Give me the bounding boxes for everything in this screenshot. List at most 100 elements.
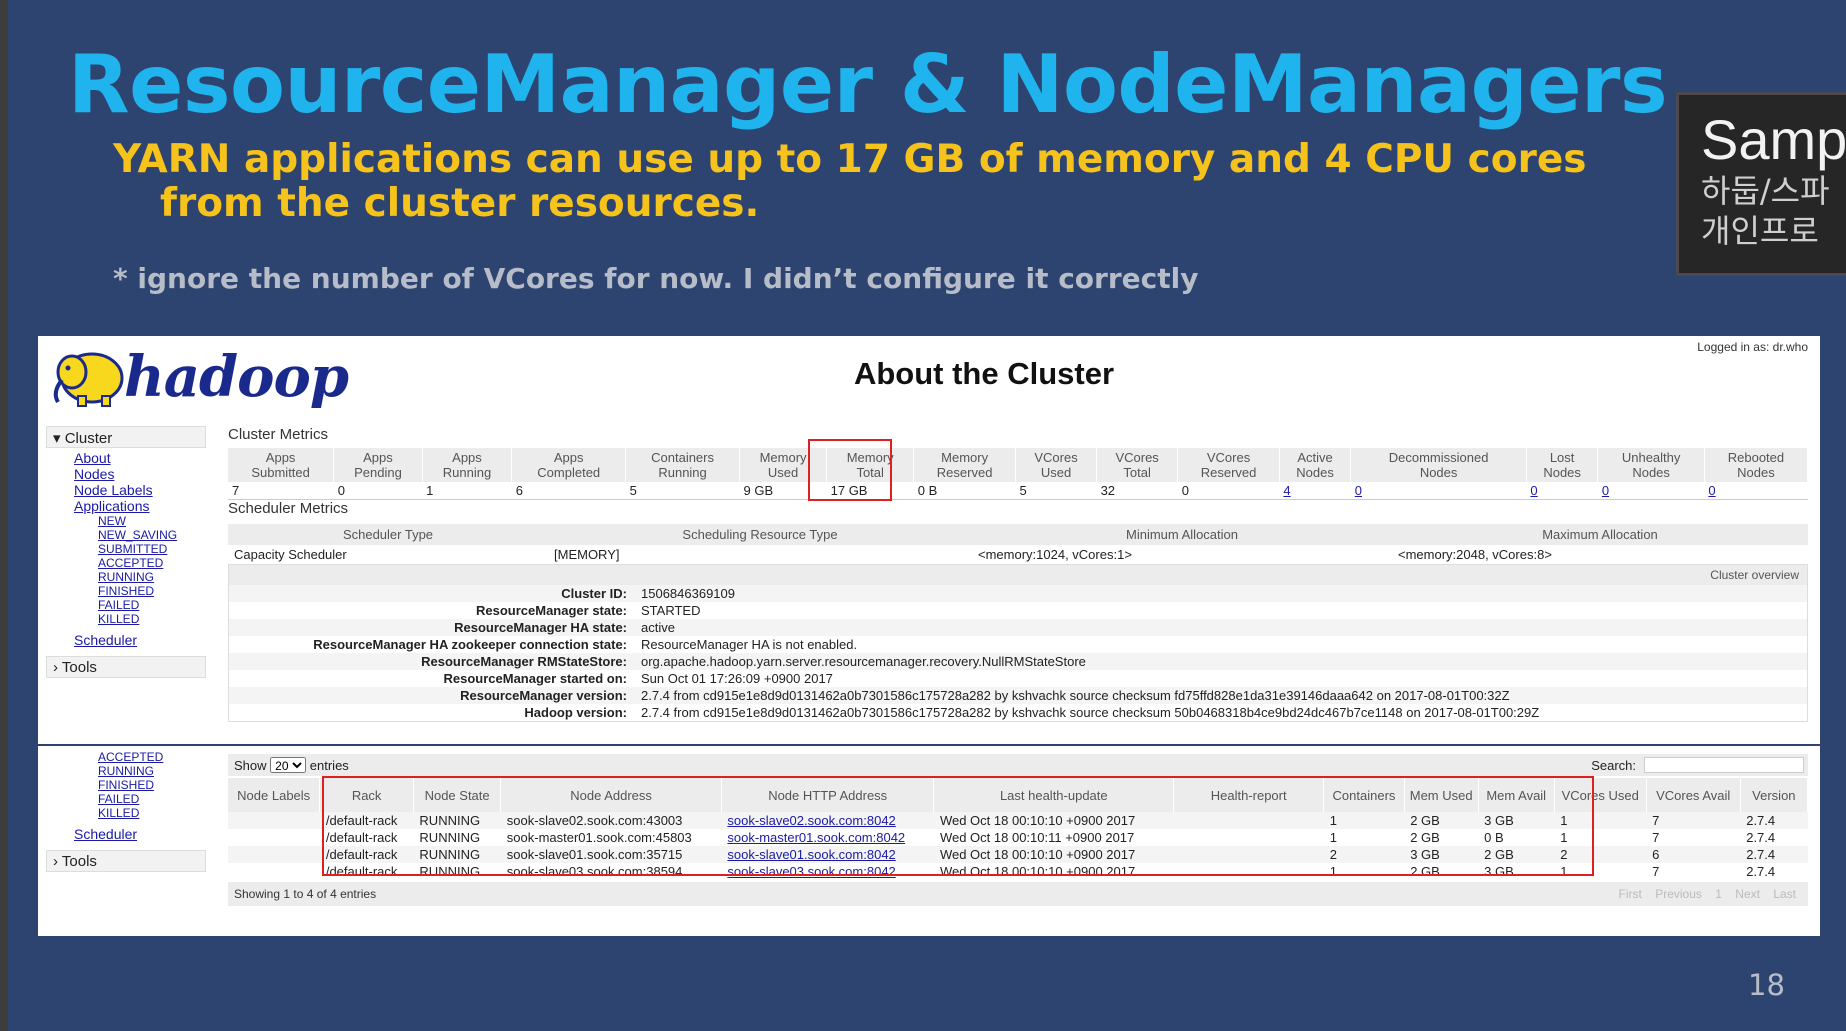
sidebar-state-running[interactable]: RUNNING xyxy=(98,570,154,584)
metric-value-link[interactable]: 0 xyxy=(1530,483,1538,498)
sidebar-link-scheduler[interactable]: Scheduler xyxy=(74,632,138,648)
table-cell: 1 xyxy=(1560,830,1568,845)
search-input[interactable] xyxy=(1644,757,1804,773)
sidebar-state-running[interactable]: RUNNING xyxy=(98,764,154,778)
metric-value-link[interactable]: 4 xyxy=(1283,483,1291,498)
metric-value-link[interactable]: 0 xyxy=(1354,483,1363,498)
hadoop-logo-text: hadoop xyxy=(124,344,349,410)
metric-value: 4 xyxy=(1279,482,1351,500)
overview-row: ResourceManager HA state:active xyxy=(229,619,1807,636)
nodes-column-header[interactable]: Health-report xyxy=(1173,778,1325,812)
nodes-footer: Showing 1 to 4 of 4 entries First Previo… xyxy=(228,882,1808,906)
sidebar-cluster-header[interactable]: ▾ Cluster xyxy=(46,426,206,448)
pager-next[interactable]: Next xyxy=(1735,887,1760,901)
sidebar-state-new[interactable]: NEW xyxy=(98,514,126,528)
scheduler-metrics-table: Scheduler Type Scheduling Resource Type … xyxy=(228,524,1808,565)
search-label: Search: xyxy=(1591,758,1636,773)
sched-header-resource: Scheduling Resource Type xyxy=(548,524,972,545)
table-cell: sook-master01.sook.com:45803 xyxy=(506,830,692,845)
table-cell: sook-master01.sook.com:8042 xyxy=(721,829,934,846)
sidebar-link-nodes[interactable]: Nodes xyxy=(74,466,115,482)
overview-value: ResourceManager HA is not enabled. xyxy=(641,637,858,652)
table-cell: 1 xyxy=(1323,812,1405,829)
nodes-column-header[interactable]: Node State xyxy=(413,778,502,812)
sidebar-state-finished[interactable]: FINISHED xyxy=(98,778,155,792)
nodes-column-header[interactable]: Node Address xyxy=(500,778,722,812)
metric-value: 0 xyxy=(1597,482,1705,500)
table-cell xyxy=(228,812,320,829)
overview-key: ResourceManager version: xyxy=(460,688,627,703)
sidebar-state-accepted[interactable]: ACCEPTED xyxy=(98,556,164,570)
table-cell: 7 xyxy=(1652,864,1660,879)
sidebar-lower-scheduler-wrap: Scheduler xyxy=(46,820,206,842)
nodes-column-header[interactable]: Mem Used xyxy=(1404,778,1479,812)
nodes-column-header[interactable]: Rack xyxy=(319,778,414,812)
sidebar-state-killed[interactable]: KILLED xyxy=(98,612,140,626)
subtitle-line-2: from the cluster resources. xyxy=(160,181,760,226)
node-http-link[interactable]: sook-slave02.sook.com:8042 xyxy=(727,813,896,828)
nodes-column-header[interactable]: Containers xyxy=(1323,778,1405,812)
metric-value-link[interactable]: 0 xyxy=(1601,483,1610,498)
metric-header-line2: Used xyxy=(1040,465,1072,480)
nodes-column-header[interactable]: Version xyxy=(1740,778,1809,812)
pager-previous[interactable]: Previous xyxy=(1655,887,1702,901)
nodes-column-header[interactable]: Mem Avail xyxy=(1478,778,1555,812)
nodes-column-header[interactable]: VCores Avail xyxy=(1646,778,1741,812)
pager-first[interactable]: First xyxy=(1618,887,1642,901)
overview-key: ResourceManager HA zookeeper connection … xyxy=(313,637,627,652)
overview-key: ResourceManager HA state: xyxy=(454,620,627,635)
metric-header-line2: Nodes xyxy=(1737,465,1775,480)
sidebar-tools-header[interactable]: › Tools xyxy=(46,656,206,678)
sidebar-state-submitted[interactable]: SUBMITTED xyxy=(98,542,168,556)
page-number: 18 xyxy=(1748,968,1785,1002)
metric-value: 9 GB xyxy=(739,482,827,500)
table-cell: Wed Oct 18 00:10:10 +0900 2017 xyxy=(933,846,1174,863)
pager-page[interactable]: 1 xyxy=(1715,887,1722,901)
sidebar-state-killed[interactable]: KILLED xyxy=(98,806,140,820)
nodes-column-header[interactable]: VCores Used xyxy=(1554,778,1647,812)
nodes-column-header[interactable]: Node Labels xyxy=(228,778,321,812)
node-http-link[interactable]: sook-slave01.sook.com:8042 xyxy=(727,847,896,862)
sched-value-max: <memory:2048, vCores:8> xyxy=(1392,545,1808,565)
table-cell: 2.7.4 xyxy=(1746,864,1776,879)
table-cell: 2.7.4 xyxy=(1746,830,1776,845)
sched-value-type: Capacity Scheduler xyxy=(228,545,548,565)
entries-select[interactable]: 20 xyxy=(270,757,307,773)
node-http-link[interactable]: sook-master01.sook.com:8042 xyxy=(727,830,906,845)
table-cell: 2.7.4 xyxy=(1740,812,1808,829)
metric-value: 32 xyxy=(1096,482,1178,500)
table-cell: 2 xyxy=(1323,846,1405,863)
memory-total-highlight xyxy=(808,439,892,501)
sidebar-link-about[interactable]: About xyxy=(74,450,111,466)
metric-value: 6 xyxy=(511,482,626,500)
sidebar-state-new-saving[interactable]: NEW_SAVING xyxy=(98,528,178,542)
metric-header-line2: Running xyxy=(658,465,707,480)
sidebar-cluster-label: Cluster xyxy=(64,430,113,447)
sidebar-lower-tools-header[interactable]: › Tools xyxy=(46,850,206,872)
sidebar-tools-label: Tools xyxy=(61,659,97,676)
sidebar-state-failed[interactable]: FAILED xyxy=(98,598,140,612)
metric-value: 0 xyxy=(1350,482,1527,500)
sidebar-link-node-labels[interactable]: Node Labels xyxy=(74,482,153,498)
sidebar-link-applications[interactable]: Applications xyxy=(74,498,150,514)
table-cell: RUNNING xyxy=(419,830,481,845)
nodes-column-header[interactable]: Node HTTP Address xyxy=(721,778,935,812)
overview-value: 2.7.4 from cd915e1e8d9d0131462a0b7301586… xyxy=(641,688,1510,703)
table-cell: RUNNING xyxy=(413,812,501,829)
sidebar-state-accepted[interactable]: ACCEPTED xyxy=(98,750,164,764)
metric-value-link[interactable]: 0 xyxy=(1708,483,1716,498)
sidebar-app-states: NEW NEW_SAVING SUBMITTED ACCEPTED RUNNIN… xyxy=(74,514,206,626)
pager-last[interactable]: Last xyxy=(1773,887,1796,901)
table-cell: sook-slave01.sook.com:8042 xyxy=(721,846,934,863)
sidebar-state-failed[interactable]: FAILED xyxy=(98,792,140,806)
sidebar-state-finished[interactable]: FINISHED xyxy=(98,584,155,598)
nodes-column-header[interactable]: Last health-update xyxy=(933,778,1175,812)
sidebar-cluster-links: About Nodes Node Labels Applications NEW… xyxy=(46,448,206,626)
sidebar-link-scheduler[interactable]: Scheduler xyxy=(74,826,138,842)
